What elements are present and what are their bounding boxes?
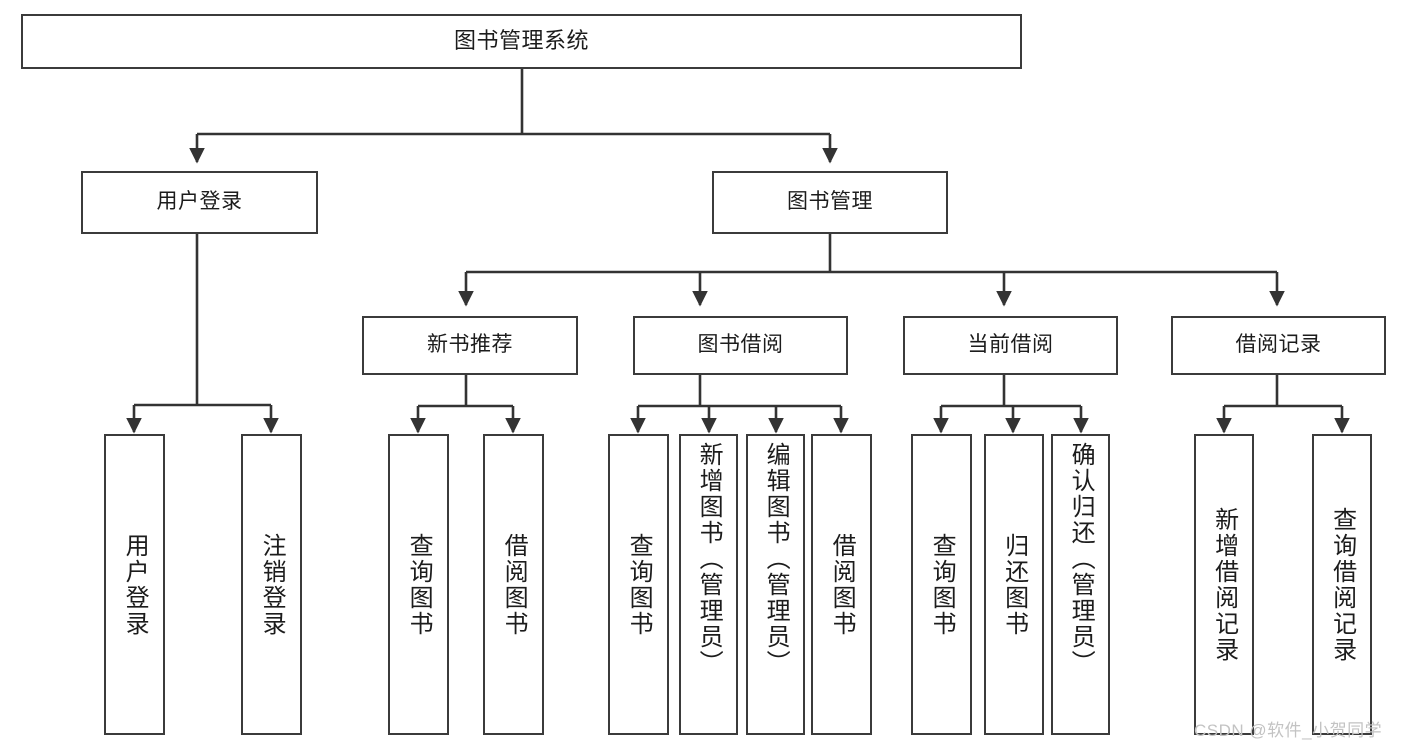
- leaf-query-book-1-label: 查询图书: [405, 532, 433, 637]
- leaf-add-borrow-record[interactable]: 新增借阅记录: [1194, 434, 1254, 735]
- leaf-confirm-return-label: 确认归还（管理员）: [1067, 442, 1095, 676]
- leaf-borrow-book-2-label: 借阅图书: [828, 532, 856, 637]
- leaf-edit-book-label: 编辑图书（管理员）: [762, 442, 790, 676]
- leaf-query-book-1[interactable]: 查询图书: [388, 434, 449, 735]
- node-book-borrow-label: 图书借阅: [697, 333, 784, 357]
- leaf-query-book-3[interactable]: 查询图书: [911, 434, 972, 735]
- leaf-user-login-label: 用户登录: [121, 532, 149, 637]
- leaf-logout-login[interactable]: 注销登录: [241, 434, 302, 735]
- leaf-borrow-book-1[interactable]: 借阅图书: [483, 434, 544, 735]
- leaf-query-book-3-label: 查询图书: [928, 532, 956, 637]
- leaf-borrow-book-2[interactable]: 借阅图书: [811, 434, 872, 735]
- node-borrow-record[interactable]: 借阅记录: [1171, 316, 1386, 375]
- node-borrow-record-label: 借阅记录: [1235, 333, 1322, 357]
- leaf-return-book[interactable]: 归还图书: [984, 434, 1044, 735]
- node-book-manage-label: 图书管理: [787, 190, 873, 214]
- leaf-return-book-label: 归还图书: [1000, 532, 1028, 637]
- leaf-query-book-2[interactable]: 查询图书: [608, 434, 669, 735]
- node-root-label: 图书管理系统: [453, 28, 589, 54]
- node-current-borrow-label: 当前借阅: [967, 333, 1054, 357]
- leaf-borrow-book-1-label: 借阅图书: [500, 532, 528, 637]
- node-user-login-label: 用户登录: [156, 190, 243, 214]
- leaf-confirm-return[interactable]: 确认归还（管理员）: [1051, 434, 1110, 735]
- leaf-add-book[interactable]: 新增图书（管理员）: [679, 434, 738, 735]
- node-new-book-recommend-label: 新书推荐: [427, 333, 513, 357]
- leaf-logout-login-label: 注销登录: [258, 532, 286, 637]
- node-book-manage[interactable]: 图书管理: [712, 171, 948, 234]
- leaf-query-borrow-record[interactable]: 查询借阅记录: [1312, 434, 1372, 735]
- node-user-login[interactable]: 用户登录: [81, 171, 318, 234]
- node-new-book-recommend[interactable]: 新书推荐: [362, 316, 578, 375]
- node-book-borrow[interactable]: 图书借阅: [633, 316, 848, 375]
- node-root[interactable]: 图书管理系统: [21, 14, 1022, 69]
- leaf-query-book-2-label: 查询图书: [625, 532, 653, 637]
- leaf-add-borrow-record-label: 新增借阅记录: [1210, 506, 1238, 663]
- leaf-user-login[interactable]: 用户登录: [104, 434, 165, 735]
- node-current-borrow[interactable]: 当前借阅: [903, 316, 1118, 375]
- leaf-edit-book[interactable]: 编辑图书（管理员）: [746, 434, 805, 735]
- leaf-query-borrow-record-label: 查询借阅记录: [1328, 506, 1356, 663]
- watermark: CSDN @软件_小贺同学: [1194, 721, 1383, 740]
- leaf-add-book-label: 新增图书（管理员）: [695, 442, 723, 676]
